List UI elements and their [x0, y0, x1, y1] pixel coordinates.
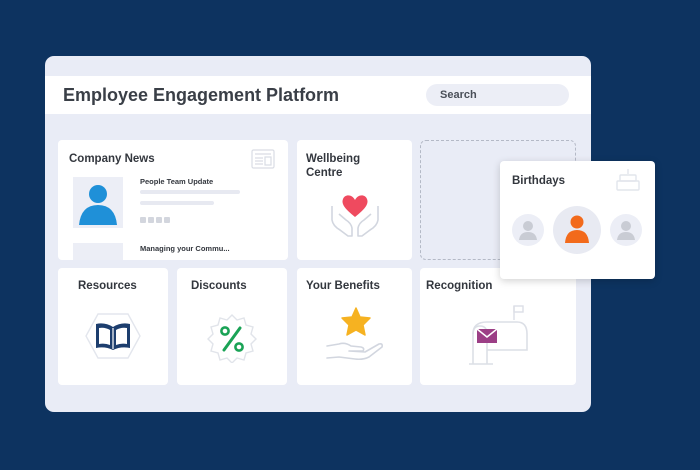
resources-card[interactable]: Resources — [58, 268, 168, 385]
person-icon — [79, 185, 117, 225]
your-benefits-card[interactable]: Your Benefits — [297, 268, 412, 385]
cake-icon — [616, 169, 640, 191]
recognition-title: Recognition — [426, 280, 493, 292]
discounts-card[interactable]: Discounts — [177, 268, 287, 385]
news-text-line — [140, 190, 240, 194]
person-icon — [519, 221, 537, 240]
news-item-avatar — [73, 243, 123, 260]
news-item-headline[interactable]: People Team Update — [140, 177, 214, 186]
news-item-avatar — [73, 177, 123, 228]
wellbeing-title-line2: Centre — [306, 167, 343, 179]
search-input[interactable]: Search — [426, 84, 569, 106]
hand-star-icon — [326, 307, 383, 361]
news-text-line — [140, 201, 214, 205]
news-tags — [140, 210, 172, 228]
wellbeing-title-line1: Wellbeing — [306, 153, 361, 165]
book-icon — [85, 313, 141, 359]
mailbox-icon — [469, 305, 528, 365]
discounts-title: Discounts — [191, 280, 247, 292]
page-title: Employee Engagement Platform — [63, 85, 340, 105]
company-news-title: Company News — [69, 153, 155, 165]
wellbeing-centre-card[interactable]: Wellbeing Centre — [297, 140, 412, 260]
person-icon — [565, 215, 589, 243]
birthday-avatar[interactable] — [610, 214, 642, 246]
percent-badge-icon — [207, 314, 257, 363]
newspaper-icon — [251, 149, 275, 169]
resources-title: Resources — [78, 280, 137, 292]
birthday-avatar-featured[interactable] — [553, 206, 601, 254]
company-news-card[interactable]: Company News People Team Update Managing… — [58, 140, 288, 260]
birthdays-title: Birthdays — [512, 175, 566, 187]
hands-heart-icon — [331, 195, 379, 237]
benefits-title: Your Benefits — [306, 280, 380, 292]
news-item-headline[interactable]: Managing your Commu... — [140, 244, 230, 253]
person-icon — [617, 221, 635, 240]
app-header: Employee Engagement Platform Search — [45, 76, 591, 114]
birthday-avatar[interactable] — [512, 214, 544, 246]
recognition-card[interactable]: Recognition — [420, 268, 576, 385]
app-window: Employee Engagement Platform Search Comp… — [45, 56, 591, 412]
birthdays-card[interactable]: Birthdays — [500, 161, 655, 279]
